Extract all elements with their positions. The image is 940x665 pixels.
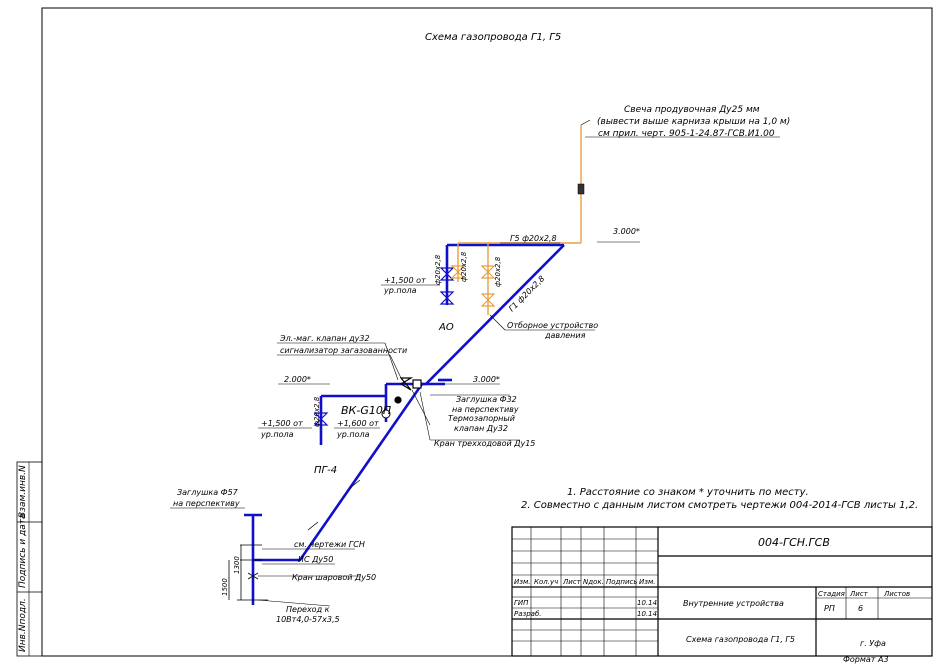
tb-date-gip: 10.14 bbox=[637, 599, 657, 607]
valve-ao-bottom bbox=[439, 291, 455, 305]
label-perehod-2: 10Вт4,0-57х3,5 bbox=[276, 615, 340, 624]
label-signalizator: сигнализатор загазованности bbox=[280, 346, 407, 355]
title-block-text: 004-ГСН.ГСВ Изм. Кол.уч Лист Nдок. Подпи… bbox=[514, 536, 910, 664]
side-stamp-vzam: Взам.инв.N bbox=[18, 465, 28, 518]
tb-sheet: 6 bbox=[858, 604, 863, 613]
side-stamp-inv: Инв.Nподл. bbox=[18, 598, 28, 652]
label-perehod-1: Переход к bbox=[286, 605, 330, 614]
label-otbor-2: давления bbox=[544, 331, 586, 340]
sheet-frame bbox=[41, 7, 933, 657]
label-elev-1500-pg: +1,500 от bbox=[261, 419, 303, 428]
flow-markers bbox=[307, 479, 361, 531]
label-ur-pola-pg: ур.пола bbox=[260, 430, 294, 439]
label-termozapor-1: Термозапорный bbox=[448, 414, 515, 423]
valve-purge-2 bbox=[480, 265, 496, 307]
label-zaglushka32-1: Заглушка Ф32 bbox=[456, 395, 517, 404]
label-pipe-v1: ф20х2,8 bbox=[434, 254, 442, 285]
label-is-du50: ИС Ду50 bbox=[298, 555, 333, 564]
tb-role-gip: ГИП bbox=[514, 599, 529, 607]
label-zaglushka57-2: на перспективу bbox=[173, 499, 240, 508]
label-g5-pipe: Г5 ф20х2,8 bbox=[510, 234, 557, 243]
title-block bbox=[511, 526, 933, 657]
label-kran-trehhod: Кран трехходовой Ду15 bbox=[434, 439, 535, 448]
counter-vk bbox=[381, 409, 391, 419]
side-stamp-podpis: Подпись и дата bbox=[18, 513, 28, 588]
label-svecha-3: см прил. черт. 905-1-24.87-ГСВ.И1.00 bbox=[598, 129, 775, 139]
label-ur-pola-vk: ур.пола bbox=[336, 430, 370, 439]
tb-h-list: Лист bbox=[562, 578, 582, 586]
side-stamp: Взам.инв.N Подпись и дата Инв.Nподл. bbox=[16, 461, 43, 657]
label-kran-sharovoy: Кран шаровой Ду50 bbox=[292, 573, 376, 582]
leader-lines bbox=[170, 136, 780, 607]
tb-date-razrab: 10.14 bbox=[637, 610, 657, 618]
label-el-mag-klapan: Эл.-маг. клапан ду32 bbox=[279, 334, 370, 343]
label-elev-3000-mid: 3.000* bbox=[473, 375, 500, 384]
label-elev-3000-top: 3.000* bbox=[613, 227, 640, 236]
tb-code: 004-ГСН.ГСВ bbox=[758, 536, 830, 549]
purge-candle-cap bbox=[577, 183, 585, 195]
svecha-leader bbox=[580, 119, 591, 126]
label-pipe-v2: ф20х2,8 bbox=[460, 251, 468, 282]
label-elev-1600: +1,600 от bbox=[337, 419, 379, 428]
label-termozapor-2: клапан Ду32 bbox=[454, 424, 508, 433]
label-elev-1500-ao: +1,500 от bbox=[384, 276, 426, 285]
label-pipe-v3: ф20х2,8 bbox=[494, 256, 502, 287]
drawing-title: Схема газопровода Г1, Г5 bbox=[425, 32, 561, 43]
label-sm-chert-gsn: см. чертежи ГСН bbox=[294, 540, 365, 549]
tb-object: Внутренние устройства bbox=[683, 599, 784, 608]
label-zaglushka57-1: Заглушка Ф57 bbox=[177, 488, 239, 497]
valve-main bbox=[394, 377, 422, 404]
label-dim-1500: 1500 bbox=[221, 578, 229, 596]
tb-drawing: Схема газопровода Г1, Г5 bbox=[686, 635, 795, 644]
tb-format: Формат А3 bbox=[843, 655, 889, 664]
label-svecha-1: Свеча продувочная Ду25 мм bbox=[624, 105, 760, 115]
tb-h-ndok: Nдок. bbox=[583, 578, 604, 586]
tb-stage: РП bbox=[824, 604, 835, 613]
tb-h-kol: Кол.уч bbox=[534, 578, 558, 586]
label-svecha-2: (вывести выше карниза крыши на 1,0 м) bbox=[597, 117, 790, 127]
notes: 1. Расстояние со знаком * уточнить по ме… bbox=[521, 487, 918, 511]
valve-purge-1 bbox=[450, 265, 466, 279]
label-pg4: ПГ-4 bbox=[314, 465, 337, 476]
purge-pipes-g5 bbox=[457, 125, 582, 315]
valve-ao-top bbox=[439, 267, 455, 281]
label-g1-pipe: Г1 ф20х2,8 bbox=[507, 274, 546, 313]
tb-role-razrab: Разраб. bbox=[514, 610, 542, 618]
valve-pg4 bbox=[313, 412, 329, 426]
gas-pipes-g1 bbox=[244, 243, 565, 605]
label-ao: АО bbox=[438, 322, 454, 333]
tb-h-izm: Изм. bbox=[514, 578, 530, 586]
bottom-riser-equipment bbox=[228, 544, 268, 601]
label-elev-2000: 2.000* bbox=[284, 375, 311, 384]
tb-h-podpis: Подпись bbox=[606, 578, 638, 586]
tb-city: г. Уфа bbox=[860, 639, 886, 648]
label-zaglushka32-2: на перспективу bbox=[452, 405, 519, 414]
label-vk-g10: ВК-G10П bbox=[341, 404, 391, 417]
label-ur-pola-ao: ур.пола bbox=[383, 286, 417, 295]
tb-h-data: Изм. bbox=[639, 578, 655, 586]
note-2: 2. Совместно с данным листом смотреть че… bbox=[521, 500, 918, 511]
label-otbor-1: Отборное устройство bbox=[507, 321, 598, 330]
tb-sheet-header: Лист bbox=[849, 590, 869, 598]
note-1: 1. Расстояние со знаком * уточнить по ме… bbox=[567, 487, 809, 498]
tb-stage-header: Стадия bbox=[818, 590, 845, 598]
tb-sheets-header: Листов bbox=[883, 590, 910, 598]
annotation-labels: Свеча продувочная Ду25 мм (вывести выше … bbox=[173, 105, 790, 624]
label-pipe-pg: ф20х2,8 bbox=[313, 396, 321, 427]
label-dim-1300: 1300 bbox=[233, 556, 241, 574]
